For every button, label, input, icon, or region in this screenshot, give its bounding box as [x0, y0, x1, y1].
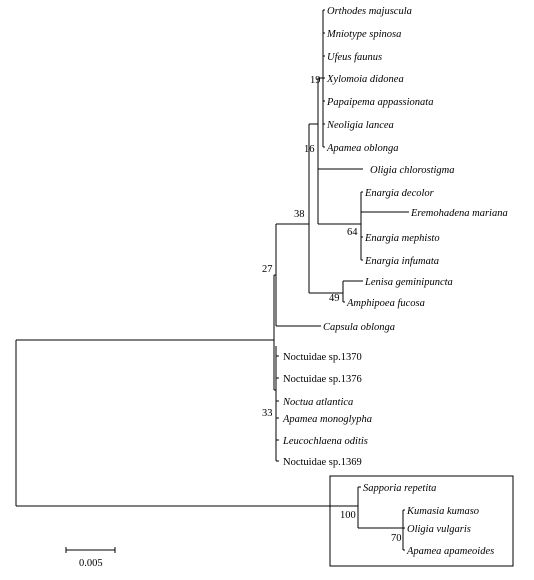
taxon-label: Noctuidae sp.1369 [283, 457, 362, 468]
taxon-label: Noctuidae sp.1376 [283, 374, 362, 385]
taxon-label: Oligia vulgaris [407, 524, 471, 535]
taxon-label: Neoligia lancea [326, 120, 394, 131]
support-value-node19: 19 [310, 75, 321, 86]
taxon-label: Enargia infumata [364, 256, 439, 267]
taxon-label: Leucochlaena oditis [282, 436, 368, 447]
taxon-label: Papaipema appassionata [326, 97, 433, 108]
taxon-label: Enargia decolor [364, 188, 435, 199]
support-values: 19 16 64 38 49 27 33 100 70 [262, 75, 402, 544]
taxon-label: Xylomoia didonea [326, 74, 404, 85]
scale-bar-label: 0.005 [79, 558, 103, 569]
support-value-node16: 16 [304, 144, 315, 155]
taxon-labels: Orthodes majuscula Mniotype spinosa Ufeu… [282, 6, 508, 557]
support-value-node70: 70 [391, 533, 402, 544]
taxon-label: Apamea oblonga [326, 143, 398, 154]
taxon-label: Enargia mephisto [364, 233, 440, 244]
taxon-label: Eremohadena mariana [410, 208, 508, 219]
scale-bar: 0.005 [65, 547, 116, 569]
tree-branches [15, 9, 409, 551]
support-value-node64: 64 [347, 227, 358, 238]
support-value-node27: 27 [262, 264, 273, 275]
taxon-label: Noctuidae sp.1370 [283, 352, 362, 363]
taxon-label: Apamea monoglypha [282, 414, 372, 425]
support-value-node33: 33 [262, 408, 273, 419]
taxon-label: Lenisa geminipuncta [364, 277, 453, 288]
taxon-label: Orthodes majuscula [327, 6, 412, 17]
outgroup-highlight-box [329, 475, 514, 567]
support-value-node38: 38 [294, 209, 305, 220]
support-value-node49: 49 [329, 293, 340, 304]
taxon-label: Sapporia repetita [363, 483, 436, 494]
taxon-label: Capsula oblonga [323, 322, 395, 333]
taxon-label: Noctua atlantica [282, 397, 353, 408]
taxon-label: Mniotype spinosa [326, 29, 401, 40]
taxon-label: Amphipoea fucosa [346, 298, 425, 309]
taxon-label: Oligia chlorostigma [370, 165, 455, 176]
taxon-label: Ufeus faunus [327, 52, 382, 63]
taxon-label: Kumasia kumaso [406, 506, 479, 517]
taxon-label: Apamea apameoides [406, 546, 494, 557]
support-value-node100: 100 [340, 510, 356, 521]
